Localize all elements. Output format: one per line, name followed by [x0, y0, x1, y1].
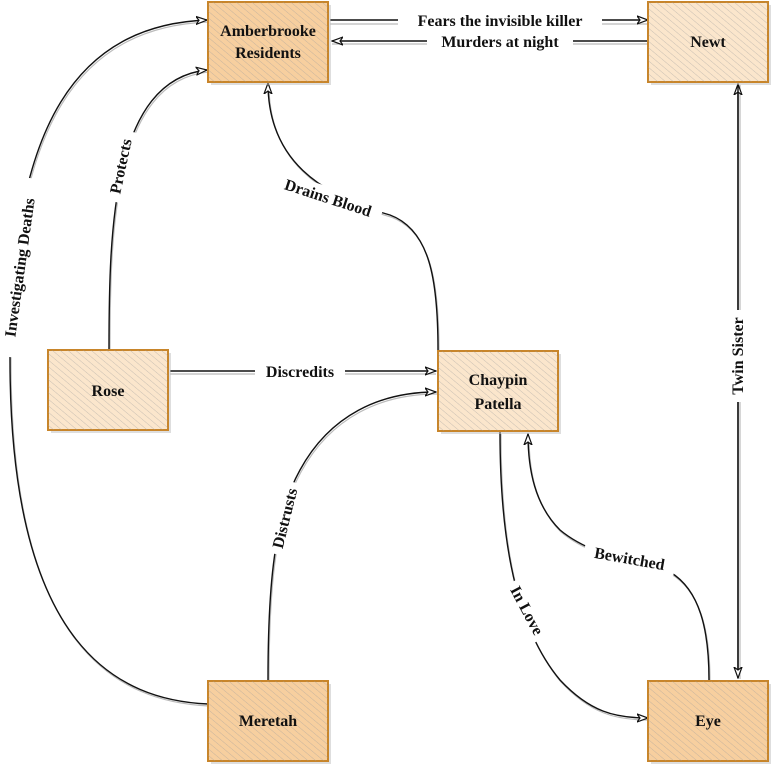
- node-rose-label: Rose: [92, 383, 125, 400]
- edge-murders[interactable]: Murders at night: [332, 31, 648, 51]
- edge-inlove-line: [499, 431, 648, 718]
- edge-protects[interactable]: Protects: [102, 70, 208, 353]
- node-amberbrooke[interactable]: Amberbrooke Residents: [207, 1, 331, 85]
- edge-fears[interactable]: Fears the invisible killer: [330, 9, 648, 30]
- edge-drains-line: [268, 83, 439, 351]
- node-meretah[interactable]: Meretah: [207, 680, 331, 764]
- node-chaypin-label-2: Patella: [474, 396, 521, 413]
- edge-drains[interactable]: Drains Blood: [268, 83, 440, 353]
- edge-murders-label: Murders at night: [441, 34, 559, 51]
- edge-discredits[interactable]: Discredits: [170, 361, 436, 381]
- edge-twin-label: Twin Sister: [730, 317, 747, 394]
- edge-fears-label: Fears the invisible killer: [418, 13, 583, 30]
- node-newt-label: Newt: [690, 34, 726, 51]
- edge-inlove-label: In Love: [506, 583, 546, 638]
- node-rose[interactable]: Rose: [47, 349, 171, 433]
- edge-investigating-line: [9, 20, 208, 705]
- node-newt[interactable]: Newt: [647, 1, 771, 85]
- edge-inlove[interactable]: In Love: [499, 431, 649, 720]
- node-chaypin-label-1: Chaypin: [469, 372, 528, 389]
- edge-discredits-label: Discredits: [266, 364, 334, 381]
- node-eye[interactable]: Eye: [647, 680, 771, 764]
- node-amberbrooke-label-2: Residents: [235, 45, 301, 62]
- edge-twin[interactable]: Twin Sister: [727, 84, 747, 679]
- edge-investigating-label: Investigating Deaths: [2, 197, 38, 338]
- node-meretah-label: Meretah: [239, 713, 297, 730]
- node-amberbrooke-label-1: Amberbrooke: [220, 23, 316, 40]
- edge-distrusts-line: [267, 392, 436, 681]
- edge-protects-line: [108, 70, 207, 351]
- edge-distrusts[interactable]: Distrusts: [265, 392, 437, 683]
- node-eye-label: Eye: [695, 713, 721, 730]
- node-chaypin[interactable]: Chaypin Patella: [437, 350, 561, 434]
- edge-bewitched[interactable]: Bewitched: [528, 434, 711, 683]
